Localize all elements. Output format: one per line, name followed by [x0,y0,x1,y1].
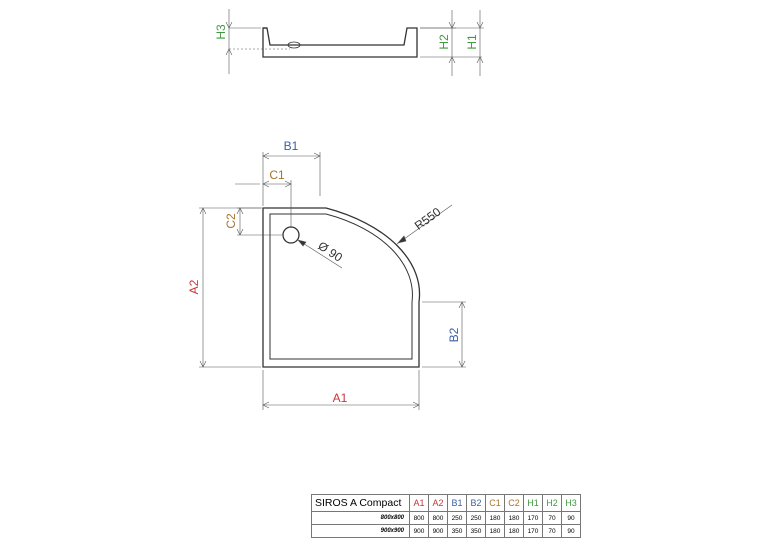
table-row: 800x800 800 800 250 250 180 180 170 70 9… [311,511,581,525]
label-h2: H2 [437,34,451,50]
col-b2: B2 [466,494,486,512]
col-h3: H3 [561,494,581,512]
table-header-row: SIROS A Compact A1 A2 B1 B2 C1 C2 H1 H2 … [311,494,581,512]
table-cell: 90 [561,511,581,525]
model-name: SIROS A Compact [311,494,410,512]
table-cell: 800 [428,511,448,525]
table-cell: 70 [542,511,562,525]
col-h1: H1 [523,494,543,512]
table-cell: 180 [485,511,505,525]
col-a2: A2 [428,494,448,512]
label-h3: H3 [214,24,228,40]
table-row: 900x900 900 900 350 350 180 180 170 70 9… [311,524,581,538]
table-cell: 350 [447,524,467,538]
label-b1: B1 [284,139,299,153]
tray-plan [262,207,421,368]
tray-inner-edge [269,213,413,360]
table-cell: 90 [561,524,581,538]
table-cell: 170 [523,524,543,538]
row-size: 800x800 [311,511,410,525]
label-a1: A1 [333,391,348,405]
label-b2: B2 [447,327,461,342]
col-b1: B1 [447,494,467,512]
row-size: 900x900 [311,524,410,538]
table-cell: 900 [428,524,448,538]
table-cell: 170 [523,511,543,525]
table-cell: 180 [504,511,524,525]
col-a1: A1 [409,494,429,512]
side-view [262,27,418,58]
plan-dimensions [199,152,466,410]
spec-table: SIROS A Compact A1 A2 B1 B2 C1 C2 H1 H2 … [311,494,581,538]
table-cell: 250 [447,511,467,525]
label-radius: R550 [412,204,444,232]
drain-outlet [287,41,301,49]
table-cell: 900 [409,524,429,538]
table-cell: 180 [485,524,505,538]
col-c1: C1 [485,494,505,512]
table-cell: 350 [466,524,486,538]
tray-profile [262,27,418,58]
label-c1: C1 [269,168,285,182]
table-cell: 250 [466,511,486,525]
label-h1: H1 [465,34,479,50]
col-h2: H2 [542,494,562,512]
tray-outline [262,207,421,368]
label-a2: A2 [187,279,201,294]
label-c2: C2 [224,213,238,229]
table-cell: 70 [542,524,562,538]
table-cell: 180 [504,524,524,538]
table-cell: 800 [409,511,429,525]
col-c2: C2 [504,494,524,512]
side-view-dimensions [225,9,484,76]
